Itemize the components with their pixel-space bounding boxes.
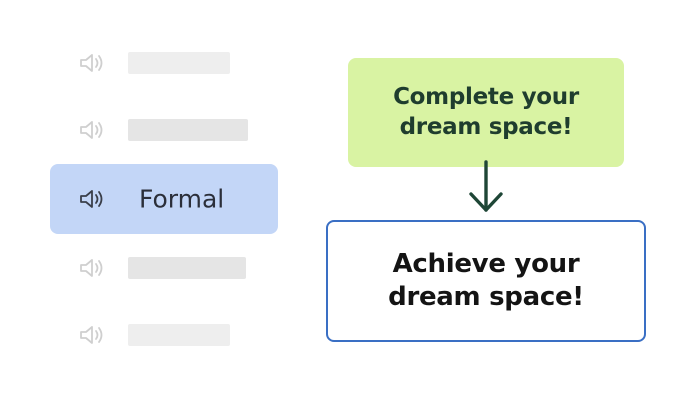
speaker-icon <box>80 121 103 139</box>
tone-label-placeholder <box>128 257 246 279</box>
tone-option[interactable] <box>50 300 278 370</box>
tone-label-placeholder <box>128 52 230 74</box>
tone-option-formal[interactable]: Formal <box>50 164 278 234</box>
tone-label-placeholder <box>128 324 230 346</box>
tone-label: Formal <box>139 184 225 214</box>
speaker-icon <box>80 54 103 72</box>
rewritten-text: Achieve your dream space! <box>388 248 584 312</box>
original-text-box: Complete your dream space! <box>348 58 624 167</box>
tone-option[interactable] <box>50 28 278 98</box>
tone-label-placeholder <box>128 119 248 141</box>
tone-option[interactable] <box>50 95 278 165</box>
original-text: Complete your dream space! <box>393 84 579 140</box>
speaker-icon <box>80 190 103 208</box>
rewritten-text-box: Achieve your dream space! <box>326 220 646 342</box>
arrow-down-icon <box>469 160 503 212</box>
speaker-icon <box>80 259 103 277</box>
tone-option[interactable] <box>50 233 278 303</box>
speaker-icon <box>80 326 103 344</box>
